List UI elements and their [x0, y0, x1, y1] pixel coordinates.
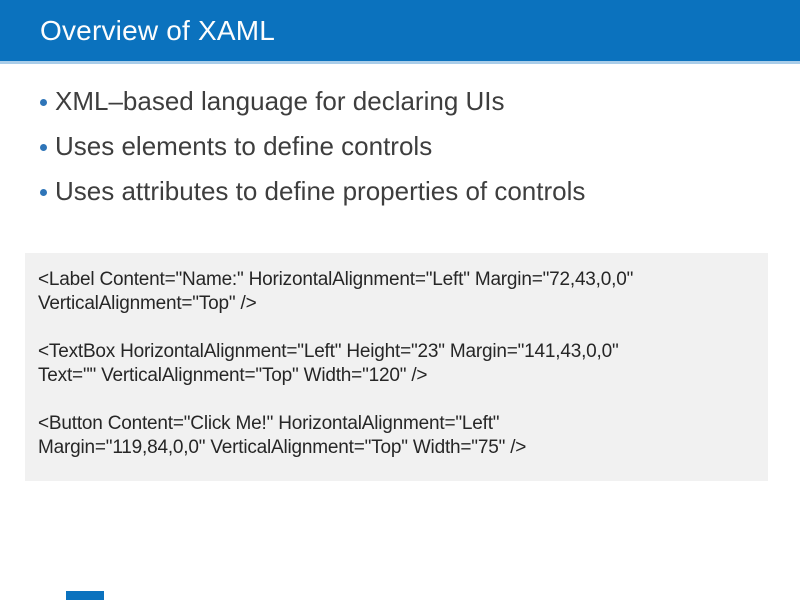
list-item: XML–based language for declaring UIs [40, 84, 760, 118]
slide-title: Overview of XAML [40, 14, 276, 46]
code-line [38, 388, 758, 412]
bullet-text: XML–based language for declaring UIs [55, 85, 505, 116]
code-line: VerticalAlignment="Top" /> [38, 293, 257, 314]
code-line [38, 316, 758, 340]
bullet-list: XML–based language for declaring UIs Use… [40, 84, 760, 219]
code-line: Margin="119,84,0,0" VerticalAlignment="T… [38, 437, 527, 458]
bullet-text: Uses attributes to define properties of … [55, 175, 586, 206]
list-item: Uses attributes to define properties of … [40, 174, 760, 208]
footer-accent-block [66, 591, 104, 600]
slide-title-bar: Overview of XAML [0, 0, 800, 64]
xaml-code-block: <Label Content="Name:" HorizontalAlignme… [25, 253, 768, 481]
list-item: Uses elements to define controls [40, 129, 760, 163]
code-line: <Label Content="Name:" HorizontalAlignme… [38, 269, 634, 290]
bullet-dot-icon [40, 189, 47, 196]
bullet-dot-icon [40, 99, 47, 106]
code-line: <TextBox HorizontalAlignment="Left" Heig… [38, 341, 619, 362]
code-line: Text="" VerticalAlignment="Top" Width="1… [38, 365, 428, 386]
code-line: <Button Content="Click Me!" HorizontalAl… [38, 413, 500, 434]
bullet-dot-icon [40, 144, 47, 151]
bullet-text: Uses elements to define controls [55, 130, 433, 161]
